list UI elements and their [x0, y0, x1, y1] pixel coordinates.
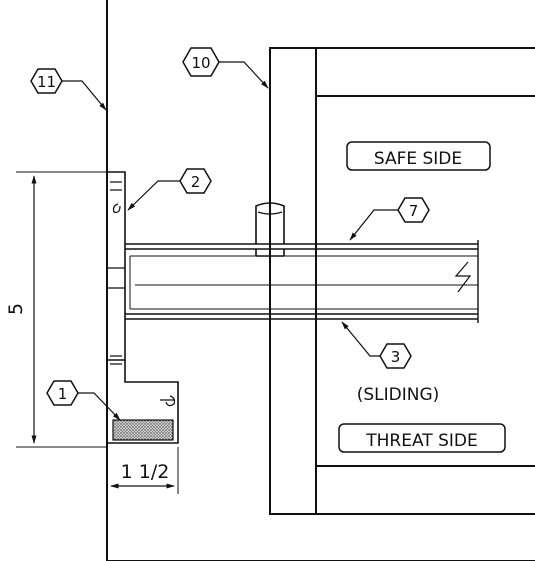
outer-wall	[106, 0, 535, 561]
svg-text:SAFE SIDE: SAFE SIDE	[374, 149, 462, 169]
callout-10: 10	[182, 47, 271, 200]
svg-text:2: 2	[191, 173, 201, 191]
callout-7: 7	[349, 197, 430, 241]
callout-1: 1	[46, 380, 121, 421]
svg-text:1: 1	[58, 385, 68, 403]
svg-text:3: 3	[391, 348, 401, 366]
roller-stop	[255, 202, 285, 257]
svg-text:THREAT SIDE: THREAT SIDE	[365, 431, 477, 451]
threat-side-label: THREAT SIDE	[338, 423, 506, 453]
svg-text:1 1/2: 1 1/2	[121, 461, 170, 483]
vertical-dimension: 5	[5, 171, 106, 448]
svg-text:7: 7	[409, 202, 419, 220]
track-extrusion	[107, 171, 179, 444]
svg-text:5: 5	[5, 303, 27, 315]
svg-text:11: 11	[37, 73, 56, 91]
horizontal-dimension: 1 1/2	[106, 447, 179, 494]
callout-11: 11	[30, 68, 107, 111]
callout-2: 2	[127, 168, 212, 211]
svg-text:10: 10	[191, 54, 210, 72]
callout-3: 3	[341, 321, 412, 369]
sliding-panel	[125, 240, 479, 323]
safe-side-label: SAFE SIDE	[346, 141, 491, 171]
door-frame	[269, 47, 535, 515]
sliding-label: (SLIDING)	[357, 385, 440, 405]
